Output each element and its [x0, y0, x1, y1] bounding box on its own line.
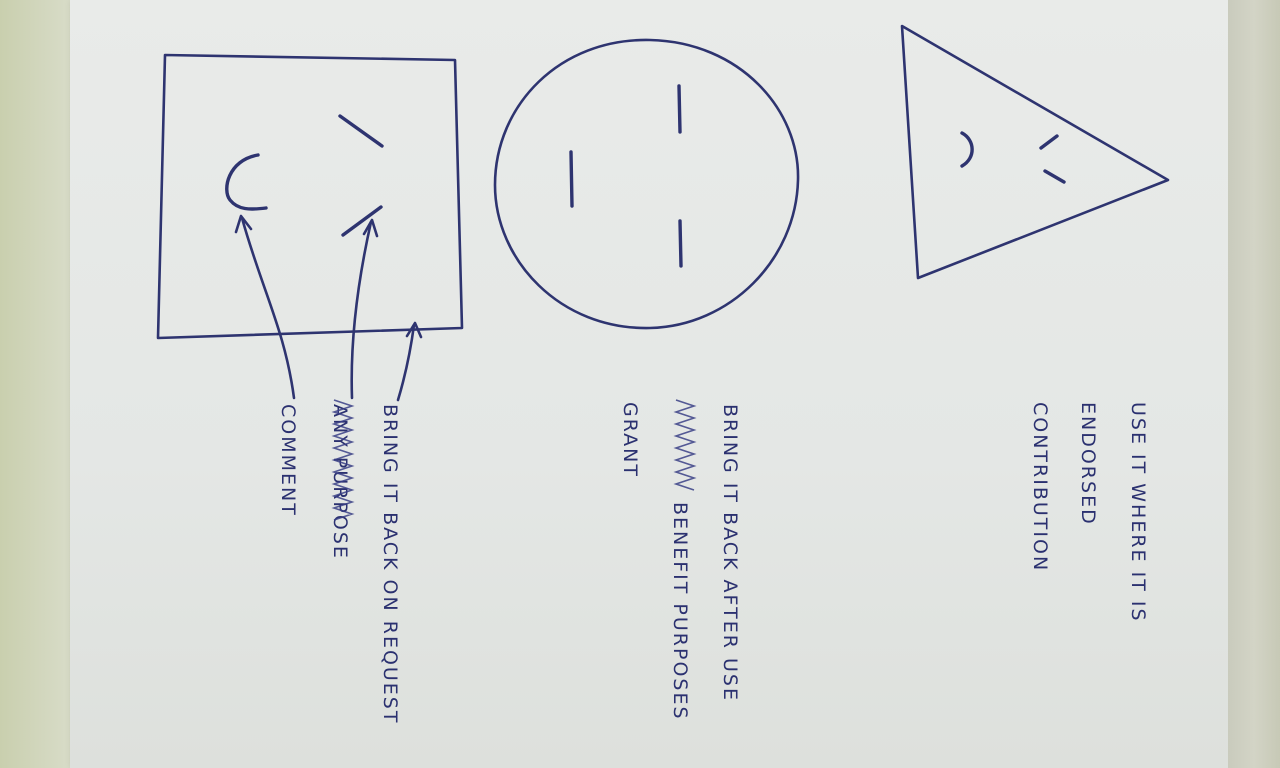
label-comment: COMMENT [277, 404, 299, 517]
label-benefit-purposes: BENEFIT PURPOSES [669, 502, 691, 721]
paper-sheet [70, 0, 1230, 768]
label-contribution: CONTRIBUTION [1029, 402, 1051, 572]
label-grant: GRANT [619, 402, 641, 478]
circle-outline [493, 38, 800, 330]
arrow-to-mouth [240, 216, 296, 400]
label-endorsed: ENDORSED [1077, 402, 1099, 526]
circle-mouth [569, 150, 574, 208]
label-bring-back-on-request: BRING IT BACK ON REQUEST [379, 404, 401, 724]
arrow-to-square-edge [396, 323, 416, 402]
circle-face: BRING IT BACK AFTER USE BENEFIT PURPOSES… [493, 38, 800, 721]
square-mouth [225, 153, 268, 211]
square-outline [156, 53, 464, 340]
arrow-to-eye-head [362, 218, 379, 238]
square-eye-lower [341, 205, 383, 237]
arrow-to-eye [350, 220, 373, 400]
triangle-eye-upper [1039, 134, 1059, 150]
triangle-eye-lower [1043, 169, 1066, 184]
label-use-it-where-it-is: USE IT WHERE IT IS [1127, 402, 1149, 623]
triangle-face: USE IT WHERE IT IS ENDORSED CONTRIBUTION [900, 24, 1170, 623]
square-face: BRING IT BACK ON REQUEST ANY PURPOSE COM… [156, 53, 464, 724]
label-bring-back-after-use: BRING IT BACK AFTER USE [719, 404, 741, 702]
circle-eye-upper [677, 84, 682, 134]
triangle-mouth [960, 131, 974, 168]
arrow-to-mouth-head [234, 214, 253, 234]
circle-eye-lower [678, 219, 683, 268]
square-eye-upper [338, 114, 384, 148]
scribble-circle-crossed [673, 399, 697, 491]
arrow-to-square-edge-head [405, 321, 423, 339]
scribble-crossed-word [331, 399, 355, 521]
triangle-outline [900, 24, 1170, 280]
notebook-edge [1228, 0, 1280, 768]
